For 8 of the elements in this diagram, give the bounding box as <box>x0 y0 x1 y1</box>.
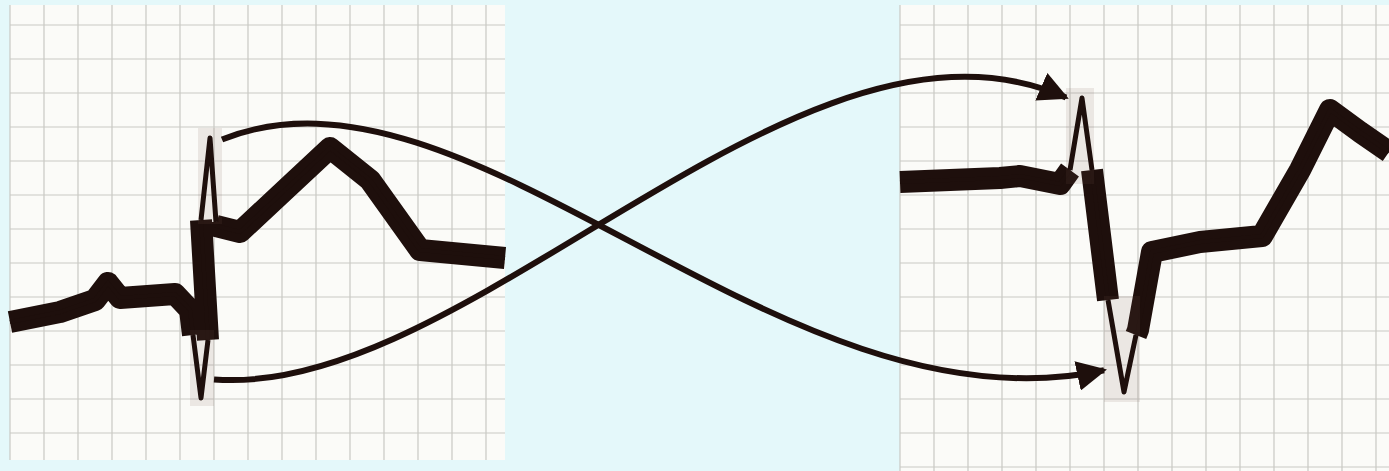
ecg-strip-drawing <box>900 5 1389 471</box>
ecg-wave-segment <box>190 330 214 406</box>
ecg-wave-segment <box>1066 88 1094 184</box>
curved-arrow <box>213 75 1069 383</box>
ecg-strip-drawing <box>10 5 505 460</box>
ecg-wave-segment <box>1104 296 1140 402</box>
curved-arrow <box>221 121 1107 388</box>
ecg-wave-segment <box>198 128 222 224</box>
